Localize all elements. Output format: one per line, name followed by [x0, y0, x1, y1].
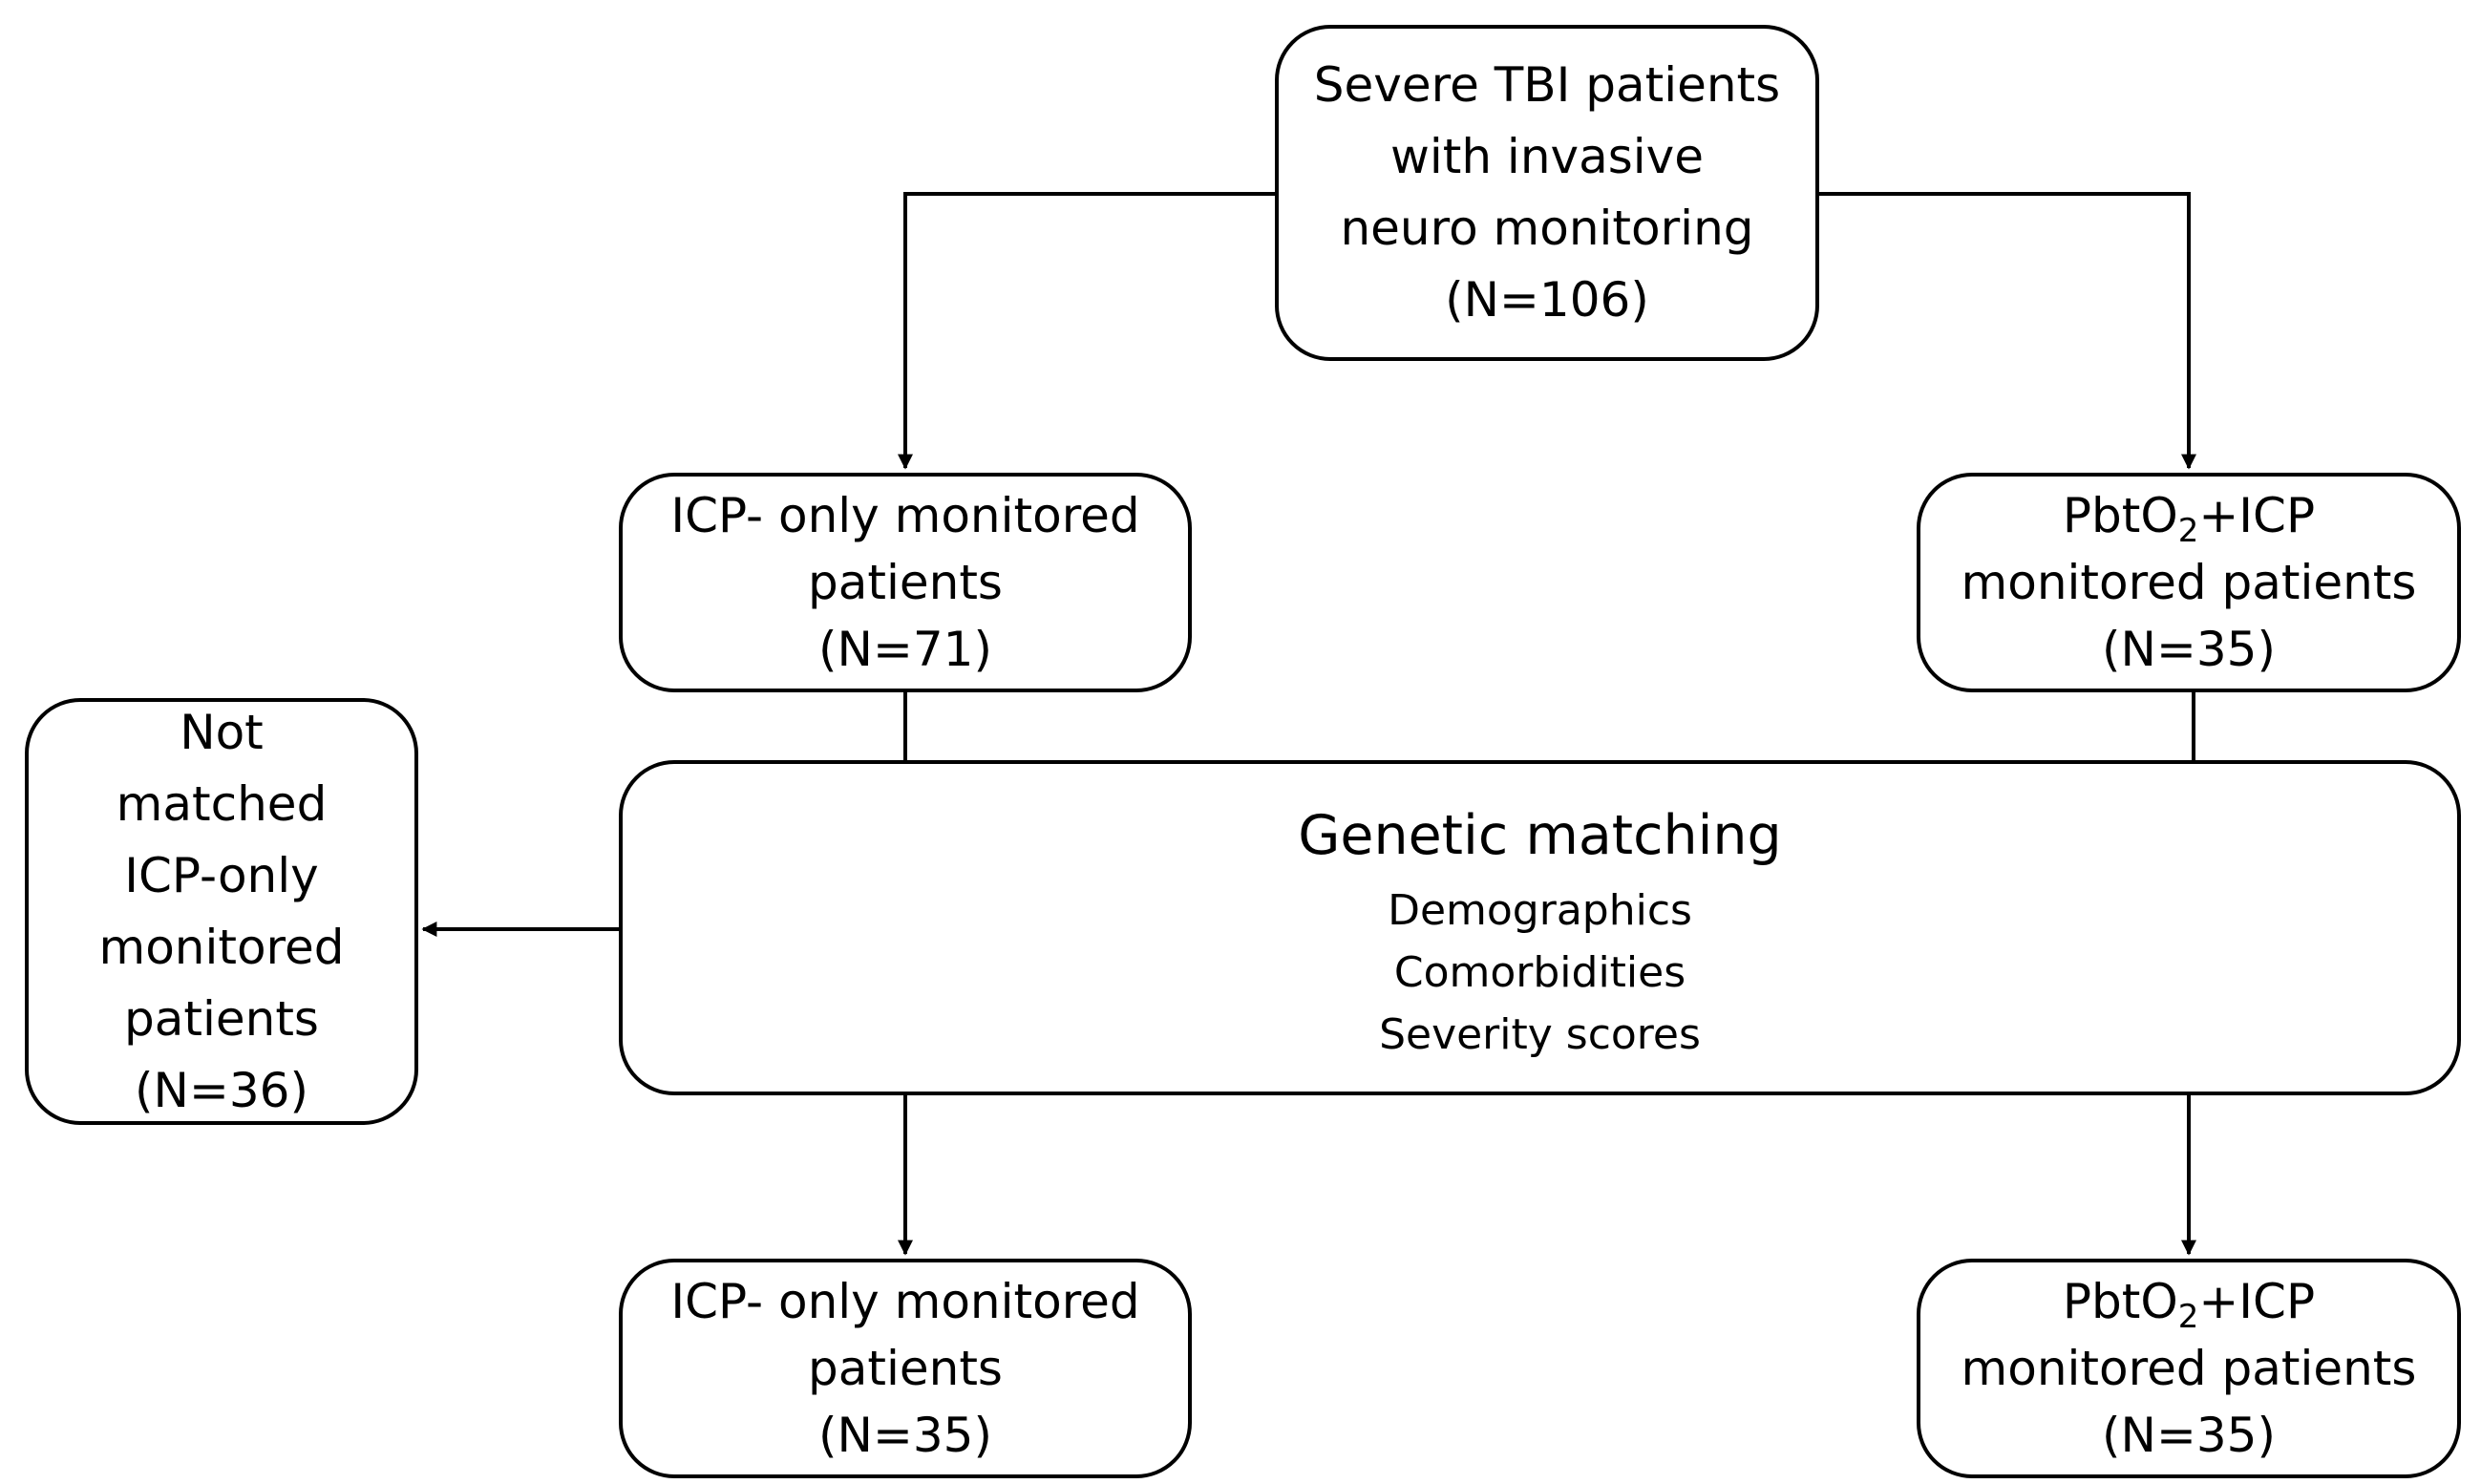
- not-matched-box: Not matched ICP-only monitored patients …: [25, 698, 418, 1125]
- pbto2-icp-matched-label: PbtO2+ICP: [2063, 1268, 2315, 1335]
- matching-criterion-comorbidities: Comorbidities: [1393, 948, 1686, 997]
- source-population-box: Severe TBI patients with invasive neuro …: [1275, 25, 1819, 361]
- icp-only-line-1: ICP- only monitored: [670, 488, 1140, 543]
- icp-only-matched-box: ICP- only monitored patients (N=35): [619, 1259, 1192, 1478]
- not-matched-count: (N=36): [135, 1062, 308, 1118]
- pbto2-suffix: +ICP: [2198, 488, 2316, 543]
- pbto2-main: PbtO: [2062, 488, 2178, 543]
- pbto2-matched-suffix: +ICP: [2198, 1274, 2316, 1329]
- pbto2-matched-main: PbtO: [2062, 1274, 2178, 1329]
- icp-only-line-2: patients: [808, 555, 1003, 610]
- not-matched-line-1: Not: [180, 704, 264, 760]
- connector-source-to-pbt: [1819, 192, 2196, 470]
- pbto2-icp-matched-line-2: monitored patients: [1961, 1341, 2417, 1396]
- not-matched-line-5: patients: [124, 990, 319, 1047]
- pbto2-matched-subscript: 2: [2177, 1298, 2199, 1336]
- pbto2-icp-box: PbtO2+ICP monitored patients (N=35): [1917, 473, 2461, 692]
- connector-source-to-icp: [898, 192, 1275, 470]
- not-matched-line-3: ICP-only: [124, 847, 319, 903]
- pbto2-icp-count: (N=35): [2102, 622, 2276, 677]
- not-matched-line-4: monitored: [98, 919, 345, 975]
- matching-criterion-severity: Severity scores: [1379, 1010, 1701, 1059]
- source-line-1: Severe TBI patients: [1313, 57, 1781, 113]
- pbto2-icp-matched-box: PbtO2+ICP monitored patients (N=35): [1917, 1259, 2461, 1478]
- matching-title: Genetic matching: [1298, 804, 1782, 867]
- pbto2-icp-matched-count: (N=35): [2102, 1408, 2276, 1463]
- not-matched-line-2: matched: [116, 775, 328, 832]
- pbto2-icp-line-2: monitored patients: [1961, 555, 2417, 610]
- matching-criterion-demographics: Demographics: [1388, 886, 1692, 935]
- icp-only-matched-line-1: ICP- only monitored: [670, 1274, 1140, 1329]
- source-line-3: neuro monitoring: [1340, 201, 1754, 256]
- icp-only-matched-line-2: patients: [808, 1341, 1003, 1396]
- pbto2-icp-label: PbtO2+ICP: [2063, 482, 2315, 549]
- genetic-matching-box: Genetic matching Demographics Comorbidit…: [619, 760, 2461, 1095]
- pbto2-subscript: 2: [2177, 512, 2199, 550]
- icp-only-matched-count: (N=35): [818, 1408, 992, 1463]
- source-line-2: with invasive: [1389, 129, 1705, 184]
- source-count: (N=106): [1445, 272, 1649, 328]
- icp-only-box: ICP- only monitored patients (N=71): [619, 473, 1192, 692]
- icp-only-count: (N=71): [818, 622, 992, 677]
